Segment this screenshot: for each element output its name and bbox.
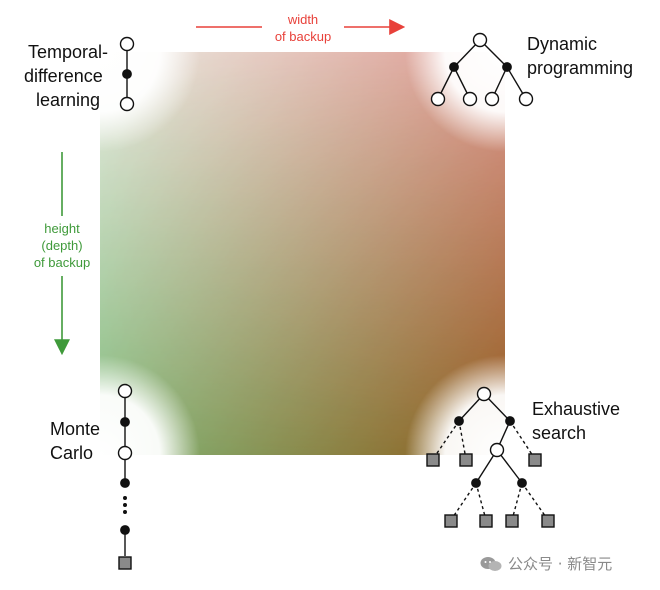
es-label: Exhaustive search [532,397,620,445]
width-axis-label-line-2: of backup [274,29,332,44]
height-axis-label-line-2: (depth) [41,238,83,253]
td-label-line-3: learning [36,90,101,110]
mc-label-line-1: Monte [49,419,100,439]
td-label-line-1: Temporal- [28,42,109,62]
width-axis-label: width of backup [258,11,348,45]
mc-label-line-2: Carlo [50,443,94,463]
dp-label: Dynamic programming [527,32,633,80]
watermark-text: 公众号 · 新智元 [508,555,613,573]
dp-backup-icon [430,32,534,107]
width-axis-label-line-1: width [287,12,319,27]
mc-label: Monte Carlo [44,417,100,465]
td-backup-icon [119,36,135,112]
height-axis-label-line-3: of backup [33,255,91,270]
wechat-logo-icon [480,556,502,571]
es-backup-icon [426,386,555,528]
dp-label-line-1: Dynamic [527,34,598,54]
mc-backup-icon [117,383,133,570]
dp-label-line-2: programming [527,58,634,78]
height-axis-label: height (depth) of backup [17,220,107,271]
es-label-line-1: Exhaustive [532,399,621,419]
td-label-line-2: difference [24,66,103,86]
td-label: Temporal- difference learning [24,40,109,112]
height-axis-label-line-1: height [44,221,80,236]
watermark: 公众号 · 新智元 [480,553,612,574]
es-label-line-2: search [532,423,587,443]
